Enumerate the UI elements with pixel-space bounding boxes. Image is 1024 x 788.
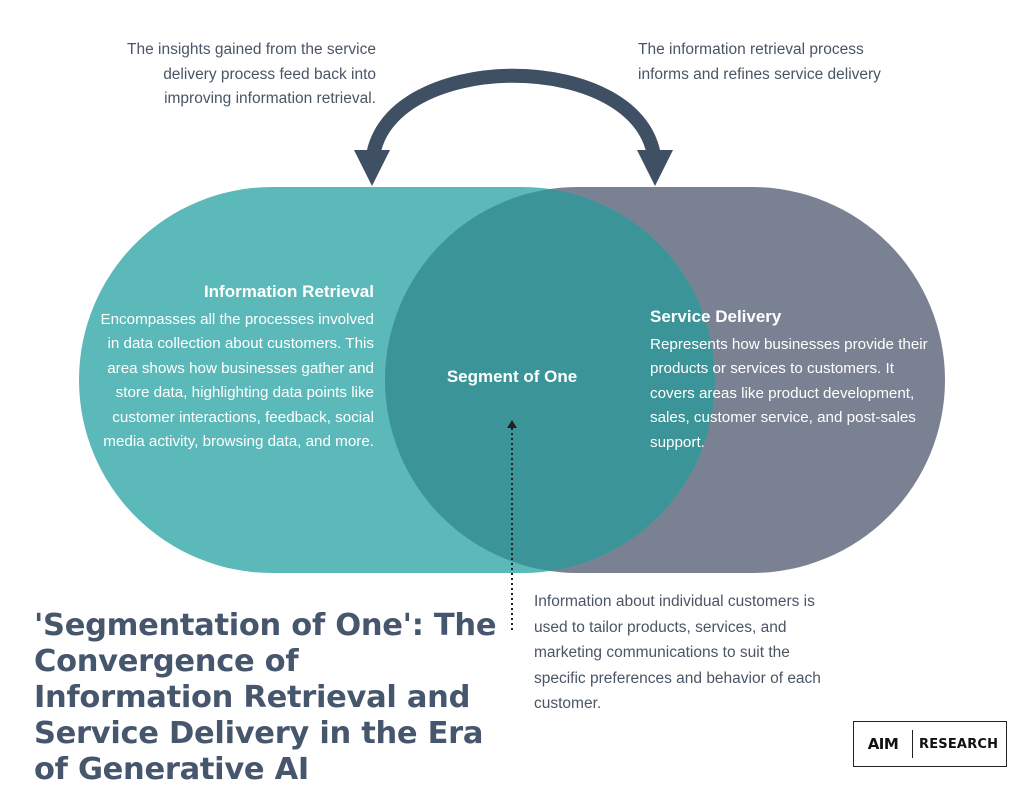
aim-research-logo: AIM RESEARCH: [853, 721, 1007, 767]
segment-of-one-overlap: [385, 187, 715, 573]
feedback-note-left: The insights gained from the service del…: [127, 41, 376, 107]
service-delivery-description: Represents how businesses provide their …: [650, 336, 928, 451]
logo-divider: [912, 730, 913, 758]
service-delivery-title: Service Delivery: [650, 307, 782, 326]
dotted-pointer-arrowhead: [507, 420, 517, 428]
feedback-arc-arrow: [365, 68, 662, 169]
information-retrieval-title: Information Retrieval: [203, 282, 374, 301]
segment-of-one-label: Segment of One: [446, 367, 578, 386]
information-retrieval-description: Encompasses all the processes involved i…: [100, 311, 374, 451]
arrowhead-left: [354, 150, 390, 186]
feedback-note-right: The information retrieval process inform…: [638, 41, 881, 83]
segment-of-one-note: Information about individual customers i…: [534, 593, 821, 712]
aim-logo-mark: AIM: [867, 735, 899, 753]
arrowhead-right: [637, 150, 673, 186]
page-title: 'Segmentation of One': The Convergence o…: [34, 608, 497, 787]
logo-text: RESEARCH: [919, 736, 999, 752]
